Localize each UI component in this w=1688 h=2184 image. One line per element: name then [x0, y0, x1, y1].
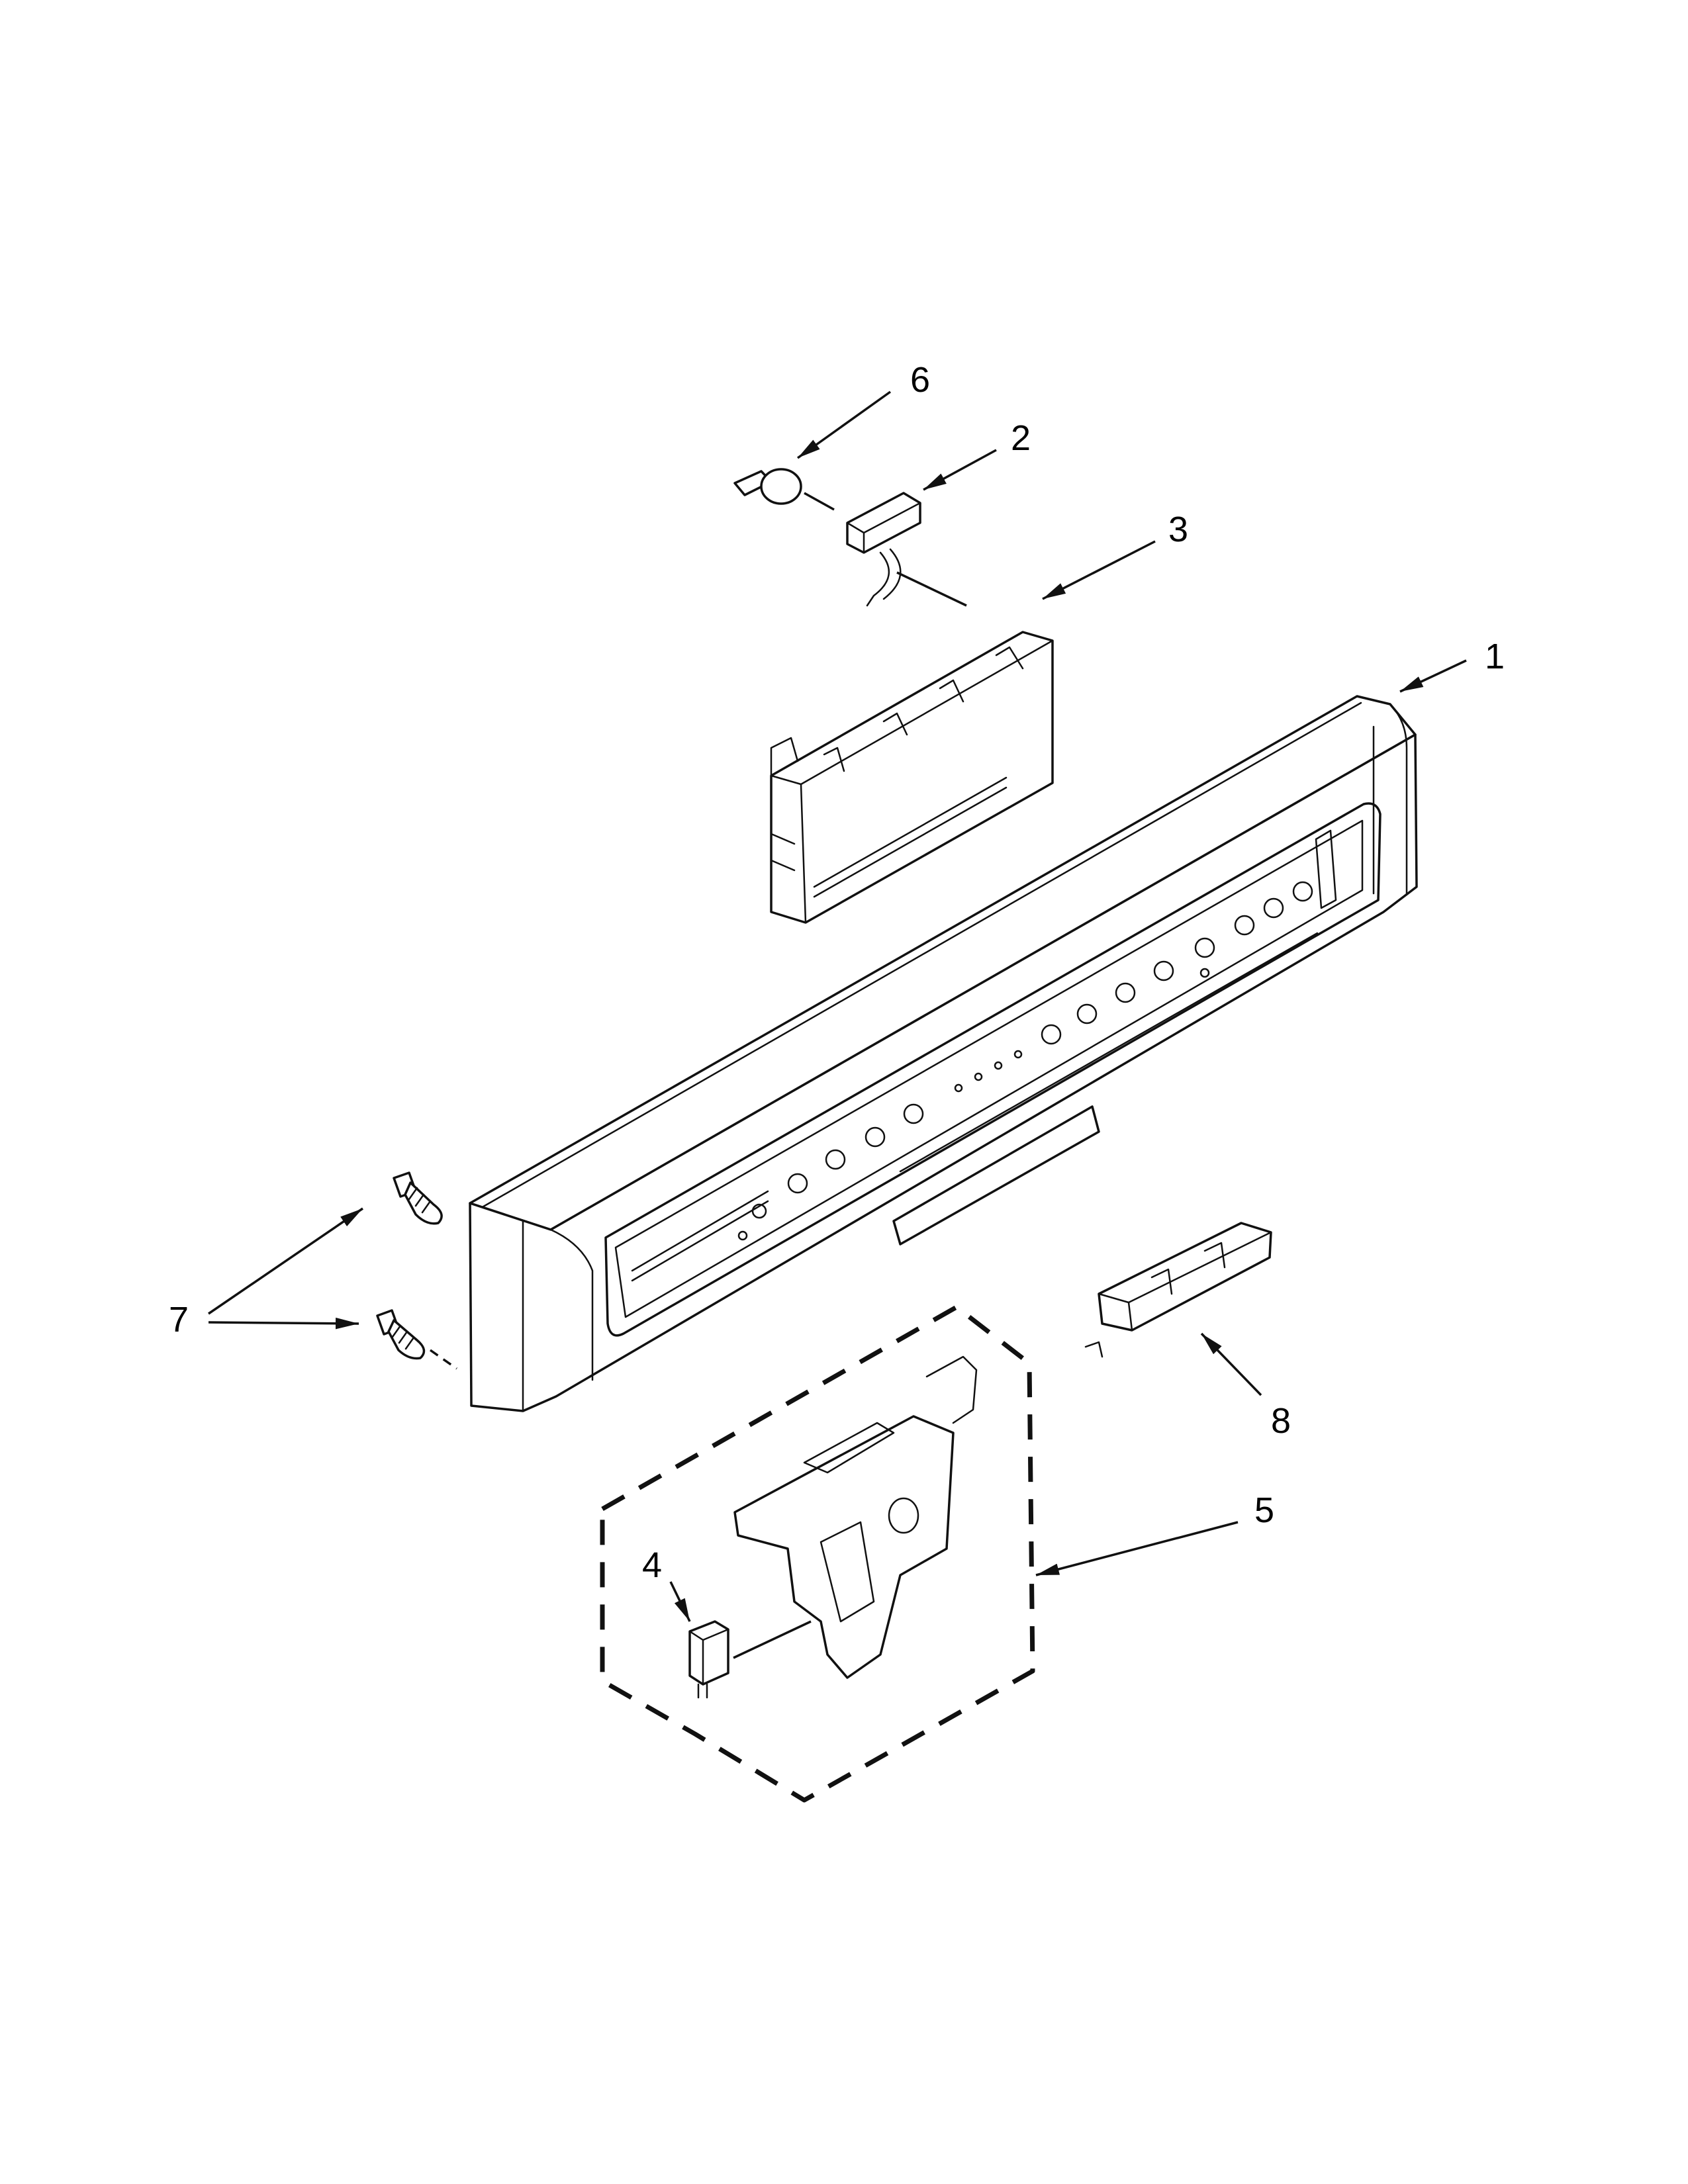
arrow-7b	[208, 1317, 359, 1330]
arrow-2	[923, 449, 997, 491]
panel-buttons	[737, 881, 1313, 1241]
arrow-1	[1399, 659, 1467, 693]
thermal-fuse-part[interactable]	[733, 468, 835, 511]
arrow-7a	[208, 1207, 363, 1315]
callout-4: 4	[642, 1545, 662, 1585]
arrow-6	[796, 390, 892, 459]
control-board-part[interactable]	[770, 631, 1054, 924]
arrow-3	[1042, 540, 1156, 600]
leader-arrows	[208, 390, 1467, 1622]
screws-part[interactable]	[376, 1171, 458, 1370]
callout-8: 8	[1271, 1401, 1291, 1441]
callout-2: 2	[1011, 418, 1031, 458]
callout-5: 5	[1254, 1490, 1274, 1530]
door-latch-part[interactable]	[600, 1304, 1035, 1803]
callout-6: 6	[910, 360, 930, 400]
callout-1: 1	[1485, 637, 1505, 676]
arrow-4	[669, 1581, 691, 1622]
callout-labels: 1 2 3 4 5 6 7 8	[169, 360, 1505, 1585]
harness-part[interactable]	[846, 492, 967, 607]
door-switch-part[interactable]	[688, 1620, 812, 1699]
screw-bottom	[376, 1309, 458, 1370]
callout-7: 7	[169, 1300, 189, 1340]
screw-top	[393, 1171, 443, 1225]
door-handle-part[interactable]	[1084, 1222, 1272, 1358]
arrow-5	[1035, 1521, 1239, 1576]
arrow-8	[1200, 1332, 1262, 1396]
control-panel-part[interactable]	[469, 695, 1418, 1412]
callout-3: 3	[1168, 510, 1188, 549]
